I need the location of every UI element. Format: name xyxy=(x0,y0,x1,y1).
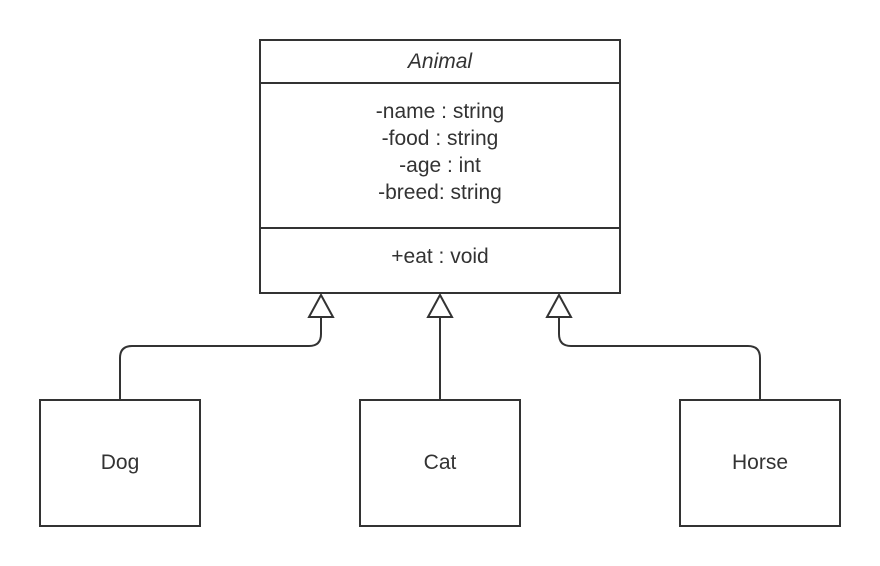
dog-inheritance-arrowhead xyxy=(307,292,335,318)
dog-class-box[interactable]: Dog xyxy=(39,399,201,527)
horse-inheritance-line xyxy=(558,317,761,399)
cat-class-box[interactable]: Cat xyxy=(359,399,521,527)
horse-class-name: Horse xyxy=(731,451,789,474)
animal-attributes: -name : string -food : string -age : int… xyxy=(261,84,619,229)
method-eat: +eat : void xyxy=(391,245,489,268)
attribute-name: -name : string xyxy=(375,99,505,123)
horse-class-box[interactable]: Horse xyxy=(679,399,841,527)
cat-class-name: Cat xyxy=(423,451,457,474)
horse-inheritance-arrowhead xyxy=(545,292,573,318)
animal-class-box[interactable]: Animal -name : string -food : string -ag… xyxy=(259,39,621,294)
cat-inheritance-arrowhead xyxy=(426,292,454,318)
dog-inheritance-line xyxy=(119,317,322,399)
animal-class-name: Animal xyxy=(261,41,619,84)
dog-class-name: Dog xyxy=(100,451,140,474)
attribute-breed: -breed: string xyxy=(378,180,502,204)
attribute-food: -food : string xyxy=(381,126,499,150)
animal-methods: +eat : void xyxy=(261,229,619,292)
attribute-age: -age : int xyxy=(399,153,481,177)
